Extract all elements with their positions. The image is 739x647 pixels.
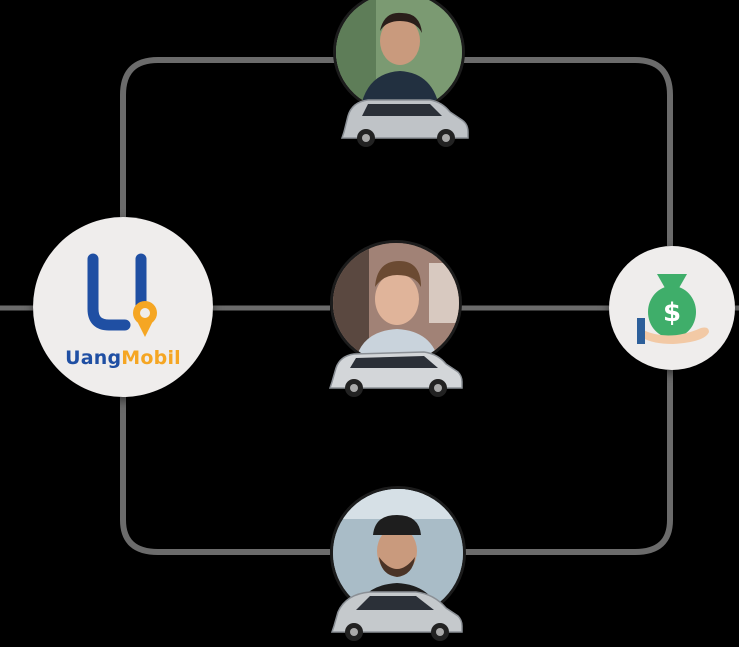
uangmobil-logo: UangMobil [33,217,213,397]
brand-name-part2: Mobil [121,347,181,369]
car-top-icon [340,99,469,147]
logo-mark-icon [87,253,157,337]
svg-text:$: $ [663,298,681,328]
car-middle-icon [328,351,463,397]
car-bottom-icon [330,591,463,641]
money-bag-icon: $ [637,274,709,344]
driver-middle-avatar [330,240,462,366]
payout-node: $ [609,246,735,370]
brand-name: UangMobil [33,347,213,369]
brand-name-part1: Uang [65,347,122,369]
person-icon [333,243,459,363]
